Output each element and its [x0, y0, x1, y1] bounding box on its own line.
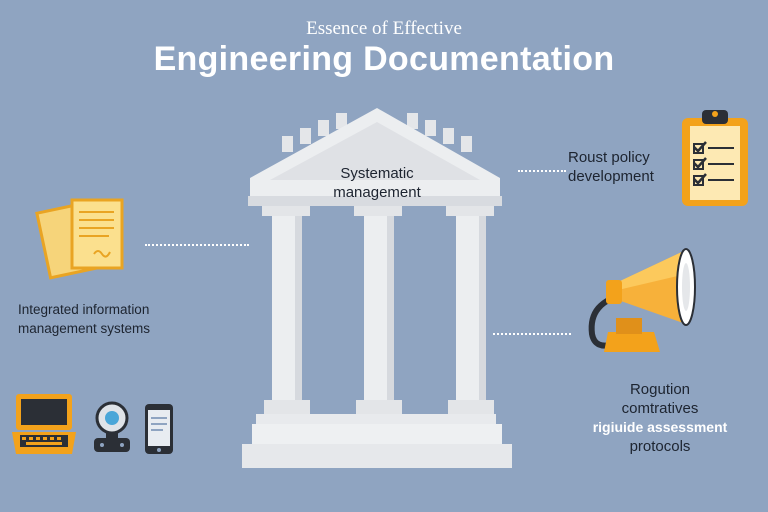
- bottom-right-label-line3: rigiuide assessment: [592, 419, 728, 435]
- connector-bottom-right: [493, 333, 571, 335]
- bottom-right-label-line2: comtratives: [621, 400, 699, 417]
- temple-label-line1: Systematic: [340, 165, 414, 182]
- temple-label-line2: management: [333, 184, 421, 201]
- bottom-right-label: Rogution comtratives rigiuide assessment…: [570, 380, 750, 456]
- webcam-icon: [94, 401, 130, 452]
- page-title: Engineering Documentation: [153, 40, 615, 78]
- top-right-label-line2: development: [568, 168, 654, 185]
- connector-left: [145, 244, 249, 246]
- left-label: Integrated information management system…: [18, 300, 168, 338]
- clipboard-checklist-icon: [682, 110, 748, 206]
- bottom-right-label-line4: protocols: [629, 438, 691, 455]
- left-label-line2: management systems: [18, 321, 151, 336]
- title-superscript: Essence of Effective: [306, 18, 462, 39]
- megaphone-icon: [588, 248, 696, 352]
- temple-label: Systematic management: [322, 164, 432, 202]
- smartphone-icon: [145, 404, 173, 454]
- connector-top-right: [518, 170, 566, 172]
- documents-icon: [35, 198, 124, 280]
- top-right-label-line1: Roust policy: [568, 149, 650, 166]
- top-right-label: Roust policy development: [568, 148, 678, 186]
- bottom-right-label-line1: Rogution: [629, 381, 691, 398]
- left-label-line1: Integrated information: [18, 302, 150, 317]
- laptop-icon: [12, 394, 76, 454]
